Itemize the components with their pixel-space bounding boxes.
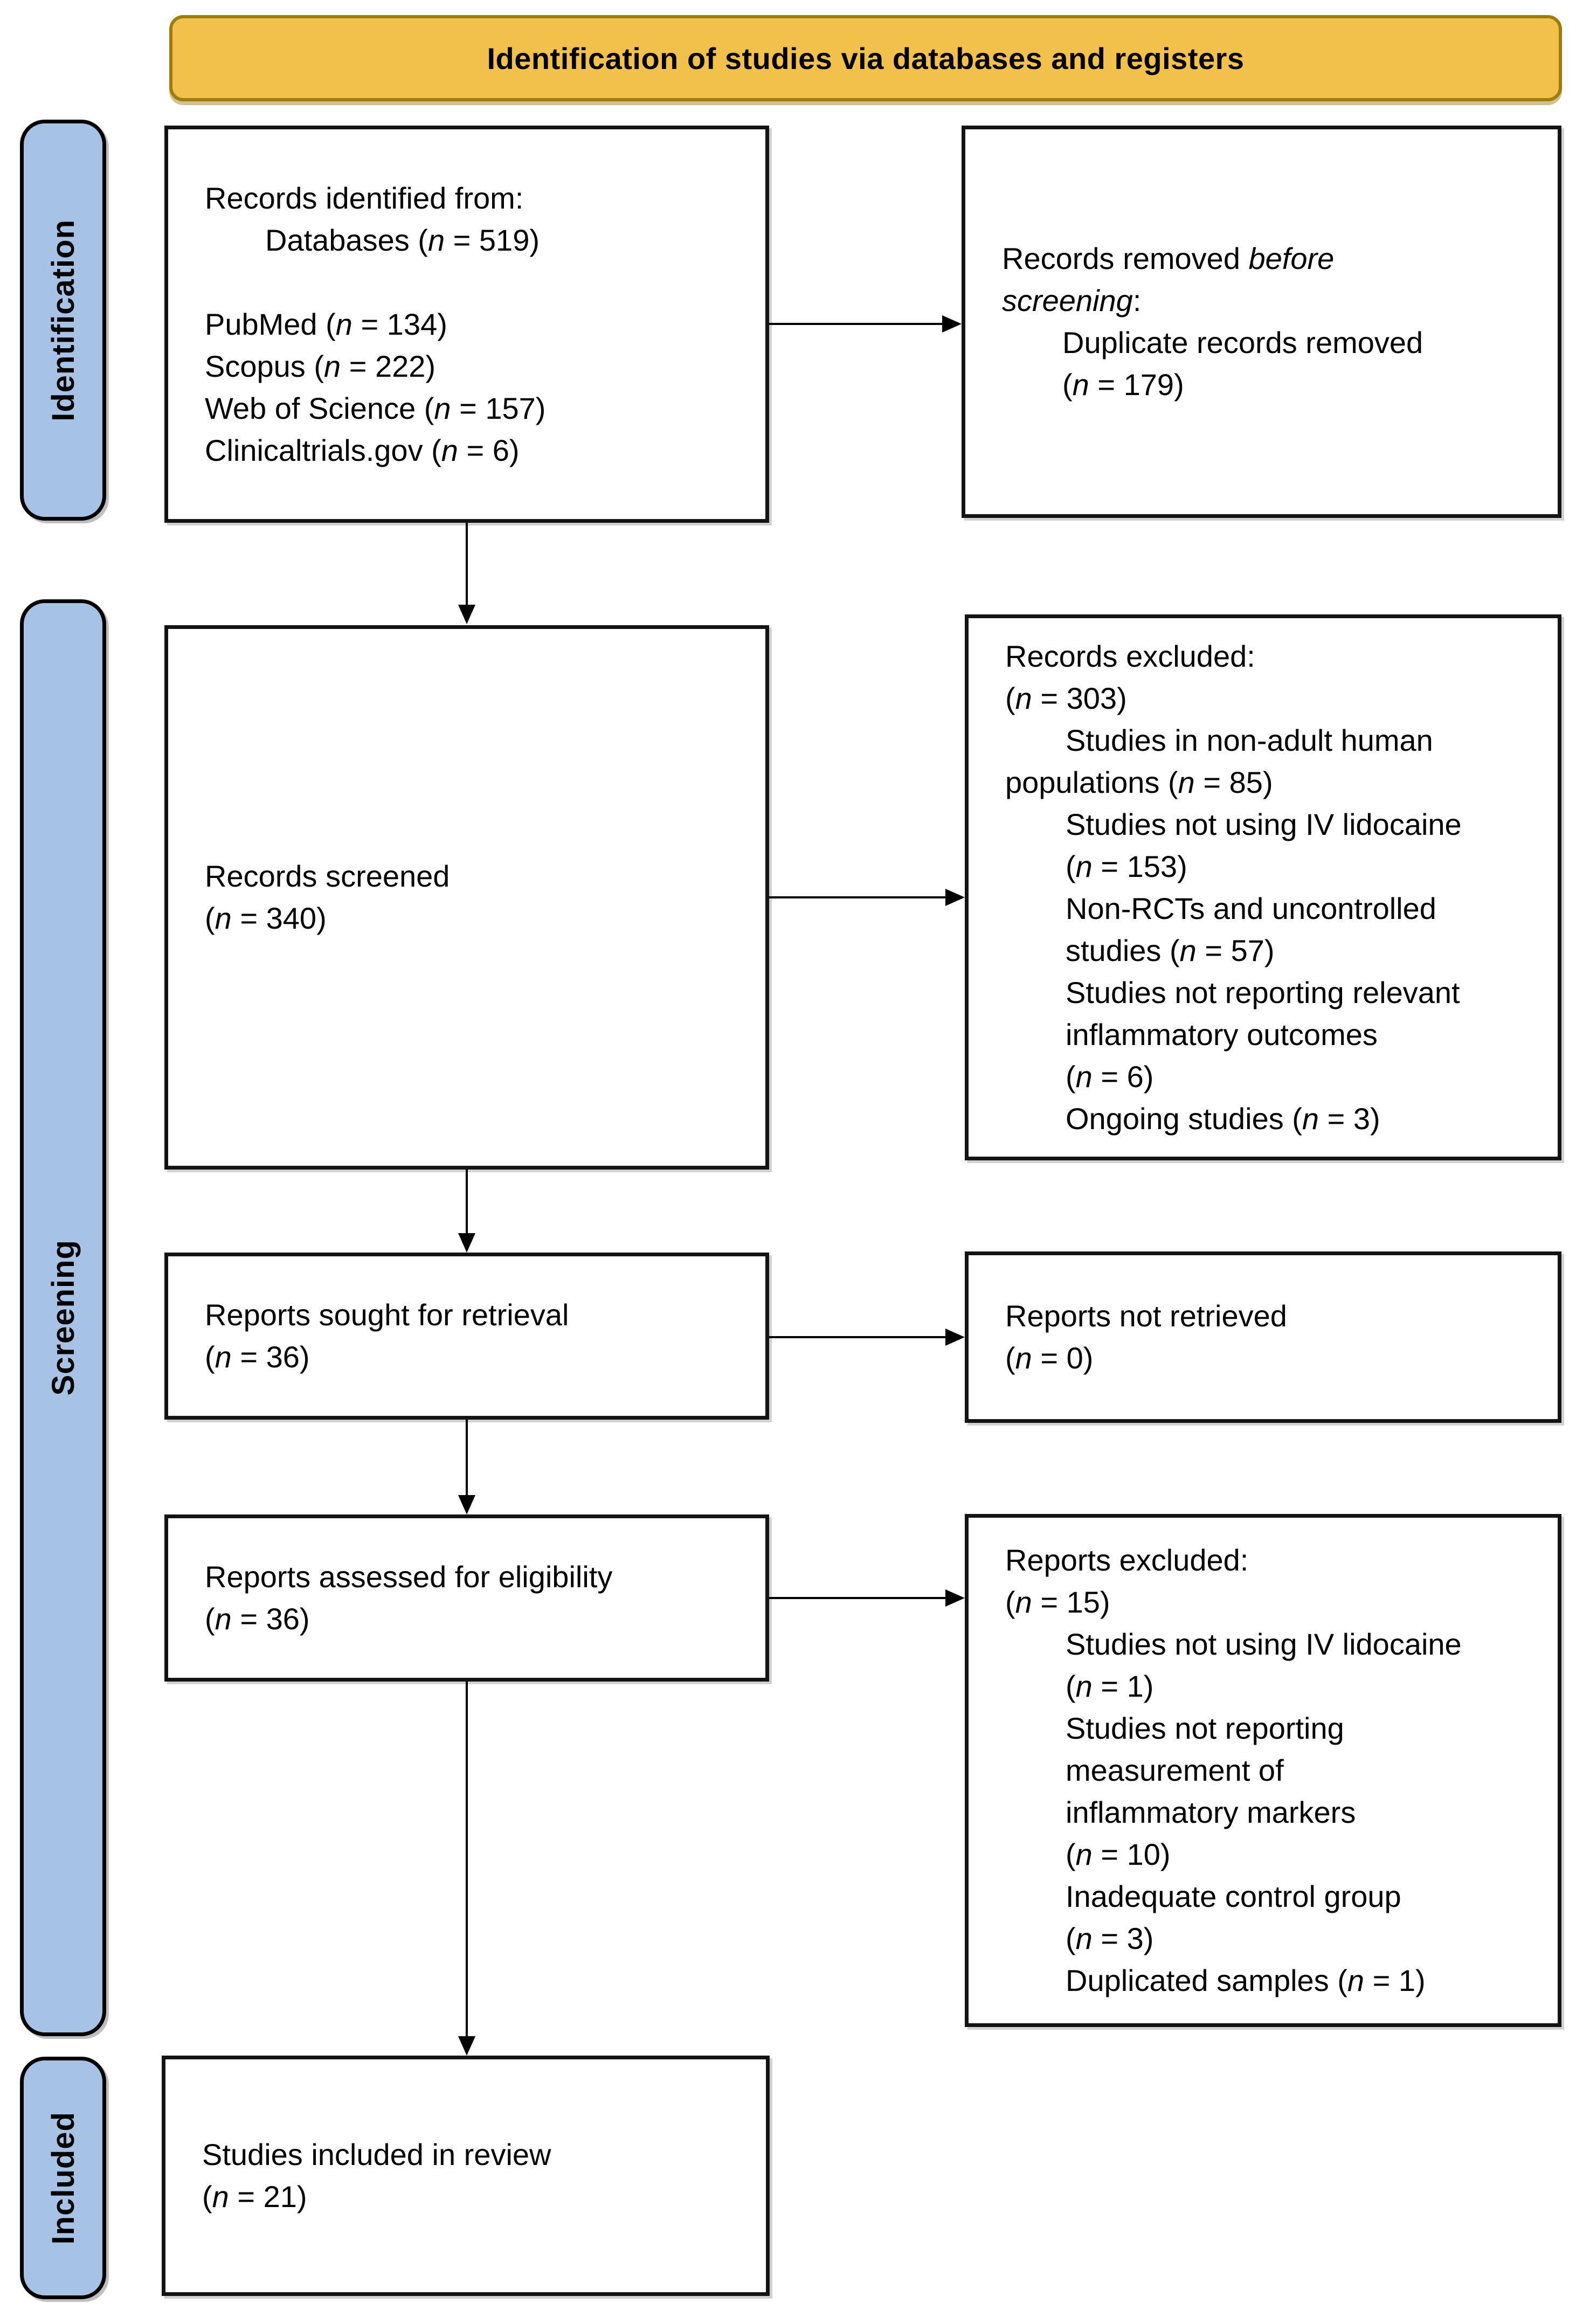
arrow-assessed-to-excluded-head bbox=[945, 1589, 965, 1607]
text-line: Databases (n = 519) bbox=[265, 223, 540, 257]
text-line: Records removed before bbox=[1002, 241, 1335, 275]
text-line: Reports assessed for eligibility bbox=[205, 1560, 613, 1594]
arrow-sought-to-notretrieved-head bbox=[945, 1329, 965, 1346]
stage-label-identification: Identification bbox=[45, 219, 81, 421]
stage-bar-included: Included bbox=[20, 2057, 106, 2299]
arrow-assessed-to-excluded-line bbox=[769, 1597, 945, 1599]
text-line: Non-RCTs and uncontrolled bbox=[1066, 891, 1436, 925]
arrow-identified-to-screened-head bbox=[458, 605, 475, 624]
banner-title: Identification of studies via databases … bbox=[487, 41, 1245, 75]
text-line: measurement of bbox=[1066, 1753, 1284, 1787]
text-line: (n = 15) bbox=[1005, 1585, 1110, 1619]
text-line: Studies not using IV lidocaine bbox=[1066, 1627, 1462, 1661]
text-line: (n = 340) bbox=[205, 901, 327, 935]
text-line: Studies not using IV lidocaine bbox=[1066, 807, 1462, 841]
text-line: (n = 6) bbox=[1066, 1059, 1154, 1094]
box-studies-included: Studies included in review (n = 21) bbox=[162, 2056, 770, 2296]
box-records-screened: Records screened (n = 340) bbox=[164, 625, 769, 1170]
box-records-removed: Records removed before screening: Duplicat… bbox=[962, 126, 1561, 518]
box-records-identified: Records identified from: Databases (n = 5… bbox=[164, 126, 769, 523]
text-line: (n = 0) bbox=[1005, 1341, 1094, 1375]
box-reports-not-retrieved: Reports not retrieved (n = 0) bbox=[965, 1251, 1561, 1423]
text-line: Clinicaltrials.gov (n = 6) bbox=[205, 433, 520, 467]
text-line: Reports excluded: bbox=[1005, 1543, 1249, 1577]
arrow-sought-to-notretrieved-line bbox=[769, 1336, 945, 1338]
arrow-screened-to-excluded-head bbox=[945, 889, 965, 906]
text-line: Duplicated samples (n = 1) bbox=[1066, 1963, 1426, 1997]
banner: Identification of studies via databases … bbox=[169, 15, 1562, 101]
arrow-sought-to-assessed-head bbox=[458, 1495, 475, 1514]
arrow-assessed-to-included-head bbox=[458, 2036, 475, 2056]
box-records-excluded: Records excluded: (n = 303) Studies in non… bbox=[965, 614, 1561, 1160]
stage-bar-identification: Identification bbox=[20, 120, 106, 521]
box-reports-assessed: Reports assessed for eligibility (n = 36) bbox=[164, 1514, 769, 1682]
text-line: Inadequate control group bbox=[1066, 1879, 1401, 1913]
text-line: Studies included in review bbox=[202, 2138, 551, 2171]
text-line: (n = 153) bbox=[1066, 849, 1187, 883]
box-reports-excluded: Reports excluded: (n = 15) Studies not usi… bbox=[965, 1514, 1561, 2027]
text-line: Reports not retrieved bbox=[1005, 1299, 1287, 1333]
text-line: (n = 36) bbox=[205, 1602, 310, 1636]
text-line: screening: bbox=[1002, 283, 1142, 317]
text-line: Studies not reporting bbox=[1066, 1711, 1344, 1745]
arrow-identified-to-removed-head bbox=[942, 315, 962, 333]
text-line: Records excluded: bbox=[1005, 639, 1255, 673]
text-line: Scopus (n = 222) bbox=[205, 349, 436, 383]
text-line: (n = 1) bbox=[1066, 1669, 1154, 1703]
arrow-screened-to-excluded-line bbox=[769, 896, 945, 898]
text-line: (n = 21) bbox=[202, 2180, 307, 2214]
text-line: PubMed (n = 134) bbox=[205, 307, 447, 341]
text-line: inflammatory outcomes bbox=[1066, 1017, 1378, 1052]
arrow-identified-to-screened-line bbox=[466, 523, 468, 607]
text-line: populations (n = 85) bbox=[1005, 765, 1273, 799]
text-line: (n = 179) bbox=[1062, 368, 1184, 402]
text-line: Ongoing studies (n = 3) bbox=[1066, 1101, 1380, 1136]
text-line: (n = 303) bbox=[1005, 681, 1127, 715]
text-line bbox=[205, 261, 749, 303]
box-reports-sought: Reports sought for retrieval (n = 36) bbox=[164, 1253, 769, 1420]
arrow-assessed-to-included-line bbox=[466, 1682, 468, 2037]
stage-bar-screening: Screening bbox=[20, 599, 106, 2036]
text-line: (n = 36) bbox=[205, 1340, 310, 1374]
text-line: Studies in non-adult human bbox=[1066, 723, 1433, 757]
text-line: inflammatory markers bbox=[1066, 1795, 1356, 1829]
text-line: Web of Science (n = 157) bbox=[205, 391, 546, 425]
arrow-screened-to-sought-head bbox=[458, 1233, 475, 1253]
text-line: studies (n = 57) bbox=[1066, 933, 1275, 967]
stage-label-screening: Screening bbox=[45, 1240, 81, 1396]
arrow-screened-to-sought-line bbox=[466, 1170, 468, 1234]
text-line: Records identified from: bbox=[205, 181, 524, 215]
arrow-identified-to-removed-line bbox=[769, 323, 943, 325]
text-line: Records screened bbox=[205, 859, 450, 893]
arrow-sought-to-assessed-line bbox=[466, 1420, 468, 1496]
text-line: (n = 3) bbox=[1066, 1921, 1154, 1955]
stage-label-included: Included bbox=[45, 2111, 81, 2245]
text-line: (n = 10) bbox=[1066, 1837, 1171, 1871]
text-line: Reports sought for retrieval bbox=[205, 1298, 569, 1332]
text-line: Duplicate records removed bbox=[1062, 326, 1423, 359]
text-line: Studies not reporting relevant bbox=[1066, 975, 1460, 1009]
